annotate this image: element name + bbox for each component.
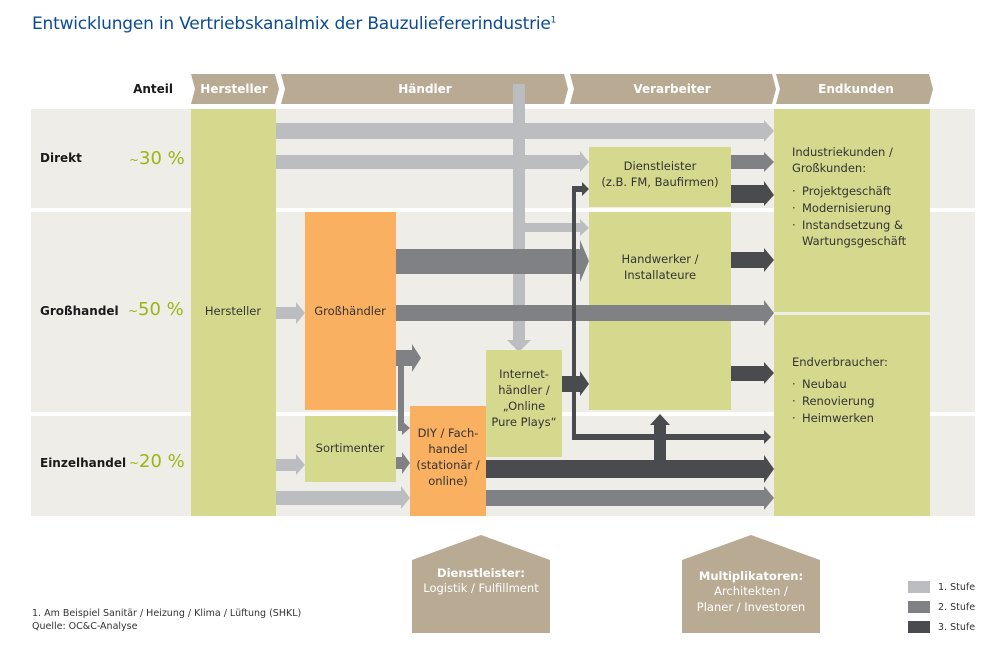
arrow-grosshaendler-endkunden <box>396 300 774 326</box>
label-diy-line1: DIY / Fach- <box>418 426 479 440</box>
arrow-diy-endverbraucher-2 <box>486 486 774 510</box>
house-multiplikatoren-line1: Architekten / <box>714 584 788 598</box>
house-dienstleister-line1: Logistik / Fulfillment <box>423 581 539 595</box>
legend-swatch-stufe-2 <box>908 601 930 613</box>
node-industriekunden <box>774 109 930 312</box>
bullet-dot: · <box>792 377 796 391</box>
bullet-instandsetzung: Instandsetzung & <box>802 218 903 232</box>
legend-label-stufe-2: 2. Stufe <box>938 601 976 613</box>
arrow-handwerker-endkunden <box>731 248 774 272</box>
node-grosshaendler <box>305 212 396 410</box>
arrow-hersteller-dienstleister <box>276 151 589 172</box>
stage-label-endkunden: Endkunden <box>818 82 894 96</box>
bullet-dot: · <box>792 394 796 408</box>
tilde-direkt: ~ <box>129 153 139 167</box>
bullet-modernisierung: Modernisierung <box>802 201 891 215</box>
label-endverbraucher-heading: Endverbraucher: <box>792 355 888 369</box>
label-grosshaendler: Großhändler <box>314 304 386 318</box>
bullet-projektgeschaeft: Projektgeschäft <box>802 184 892 198</box>
label-industriekunden-heading1: Industriekunden / <box>792 145 893 159</box>
bullet-dot: · <box>792 201 796 215</box>
house-multiplikatoren <box>682 535 820 633</box>
label-sortimenter: Sortimenter <box>316 441 385 455</box>
arrow-hersteller-sortimenter <box>276 454 305 475</box>
share-einzelhandel: 20 % <box>139 451 185 472</box>
node-diy-fachhandel <box>410 406 486 516</box>
node-endverbraucher <box>774 315 930 516</box>
page-title: Entwicklungen in Vertriebskanalmix der B… <box>32 14 557 34</box>
share-direkt: 30 % <box>139 148 185 169</box>
legend-swatch-stufe-3 <box>908 621 930 633</box>
legend-item-stufe-2: 2. Stufe <box>908 601 975 613</box>
label-handwerker-line1: Handwerker / <box>621 252 698 266</box>
row-label-direkt: Direkt <box>40 151 82 165</box>
node-hersteller <box>191 109 276 516</box>
label-diy-line3: (stationär / <box>416 458 479 472</box>
connector-grosshaendler-down <box>398 366 404 429</box>
house-dienstleister-title: Dienstleister: <box>437 566 525 580</box>
label-industriekunden-heading2: Großkunden: <box>792 161 866 175</box>
arrow-dienstleister-industriekunden <box>731 152 774 172</box>
stage-header-endkunden <box>776 74 933 104</box>
bullet-neubau: Neubau <box>802 377 847 391</box>
stage-header-haendler <box>281 74 568 104</box>
arrow-dienstleister-industriekunden-3 <box>731 181 774 206</box>
label-diy-line4: online) <box>428 474 468 488</box>
bullet-heimwerken: Heimwerken <box>802 411 874 425</box>
house-multiplikatoren-line2: Planer / Investoren <box>697 600 805 614</box>
arrow-diy-endverbraucher-3 <box>486 414 774 483</box>
label-internet-line2: händler / <box>498 383 550 397</box>
label-internet-line1: Internet- <box>499 367 549 381</box>
legend-item-stufe-1: 1. Stufe <box>908 581 975 593</box>
arrow-hersteller-grosshaendler <box>276 302 305 324</box>
share-header: Anteil <box>133 82 173 96</box>
bullet-wartungsgeschaeft: Wartungsgeschäft <box>802 234 907 248</box>
label-hersteller: Hersteller <box>205 304 261 318</box>
arrow-handwerker-endverbraucher <box>731 362 774 384</box>
label-diy-line2: handel <box>428 442 467 456</box>
tilde-einzelhandel: ~ <box>129 456 139 470</box>
arrow-grosshaendler-diy-lower <box>398 421 410 435</box>
node-dienstleister <box>589 147 731 207</box>
row-label-grosshandel: Großhandel <box>40 304 119 318</box>
node-sortimenter <box>305 416 396 482</box>
arrow-sortimenter-diy <box>396 452 410 474</box>
house-multiplikatoren-title: Multiplikatoren: <box>699 569 803 583</box>
arrow-direct-to-internethaendler <box>507 84 531 352</box>
label-dienstleister-line2: (z.B. FM, Baufirmen) <box>601 175 718 189</box>
share-grosshandel: 50 % <box>138 299 184 320</box>
stage-header-hersteller <box>191 74 279 104</box>
label-dienstleister-line1: Dienstleister <box>624 159 697 173</box>
bullet-dot: · <box>792 218 796 232</box>
stage-header-verarbeiter <box>570 74 776 104</box>
label-internet-line4: Pure Plays“ <box>491 415 556 429</box>
legend-label-stufe-3: 3. Stufe <box>938 621 976 633</box>
legend-swatch-stufe-1 <box>908 581 930 593</box>
footnote-1: 1. Am Beispiel Sanitär / Heizung / Klima… <box>32 608 302 619</box>
node-internethaendler <box>486 350 562 457</box>
bullet-dot: · <box>792 411 796 425</box>
stage-label-haendler: Händler <box>398 82 452 96</box>
arrow-hersteller-diy <box>276 486 410 509</box>
footnote-source: Quelle: OC&C-Analyse <box>32 621 138 632</box>
legend-item-stufe-3: 3. Stufe <box>908 621 975 633</box>
arrow-grosshaendler-handwerker <box>396 240 589 282</box>
tilde-grosshandel: ~ <box>128 304 138 318</box>
arrow-grosshaendler-diy <box>396 344 421 372</box>
bullet-renovierung: Renovierung <box>802 394 875 408</box>
label-handwerker-line2: Installateure <box>624 268 696 282</box>
label-internet-line3: „Online <box>503 399 545 413</box>
house-dienstleister <box>412 535 550 633</box>
stage-label-verarbeiter: Verarbeiter <box>633 82 710 96</box>
stage-label-hersteller: Hersteller <box>200 82 267 96</box>
legend-label-stufe-1: 1. Stufe <box>938 581 976 593</box>
bullet-dot: · <box>792 184 796 198</box>
row-label-einzelhandel: Einzelhandel <box>40 456 126 470</box>
